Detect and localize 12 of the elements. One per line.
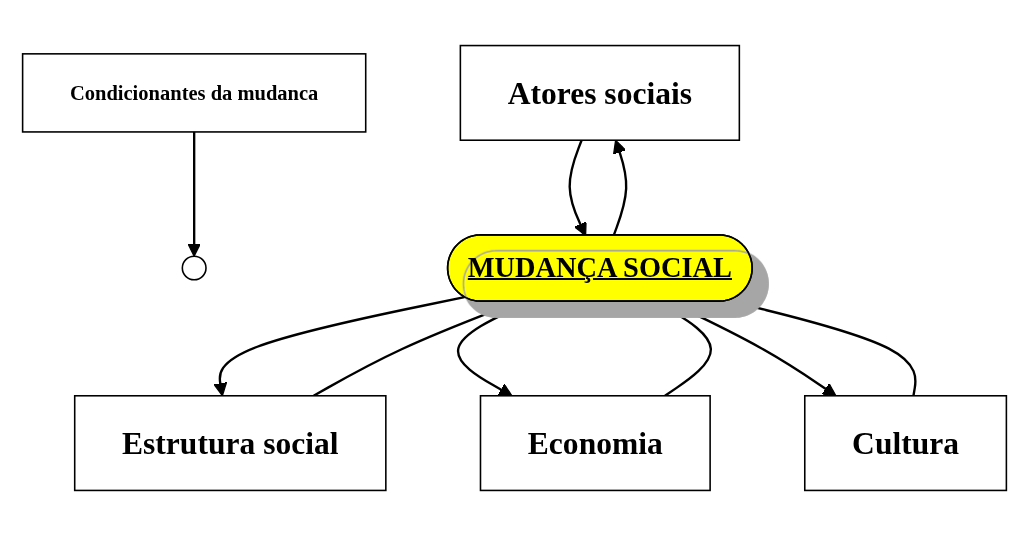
arrow: [727, 297, 917, 396]
node-box: Cultura: [804, 395, 1008, 492]
node-box: Condicionantes da mudanca: [21, 53, 367, 133]
arrow: [668, 300, 837, 397]
node-box: Economia: [479, 395, 711, 492]
arrow: [213, 296, 465, 397]
node-circle: [181, 255, 207, 281]
node-box: Atores sociais: [459, 44, 741, 141]
arrow: [187, 131, 202, 257]
arrow: [456, 300, 531, 397]
node-box: Estrutura social: [73, 395, 387, 492]
arrow: [655, 301, 713, 397]
